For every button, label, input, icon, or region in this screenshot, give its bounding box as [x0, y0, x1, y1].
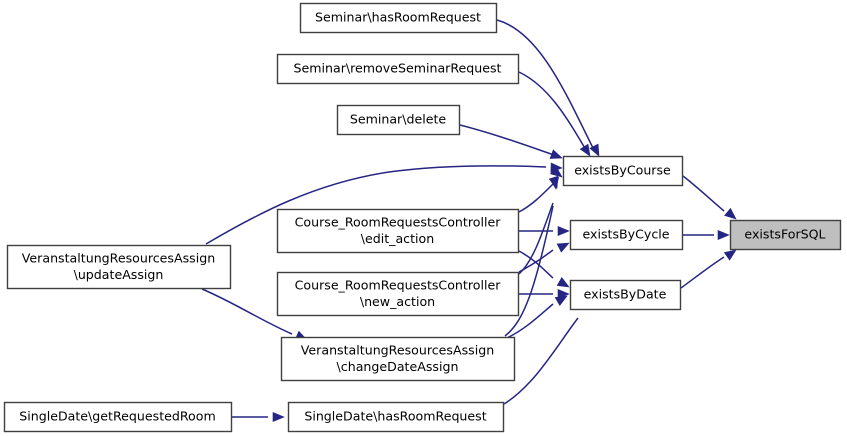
- edge-vra_changeDateAssign-to-existsByCourse: [504, 176, 560, 337]
- edge-line: [504, 303, 554, 340]
- edge-arrowhead: [717, 229, 730, 241]
- edge-existsByDate-to-existsForSQL: [680, 249, 737, 289]
- node-label: Seminar\hasRoomRequest: [315, 9, 481, 24]
- node-existsByCourse[interactable]: existsByCourse: [562, 155, 684, 187]
- node-box[interactable]: [562, 155, 684, 187]
- edge-arrowhead: [549, 149, 563, 159]
- edge-arrowhead: [549, 166, 563, 178]
- node-box[interactable]: [299, 2, 498, 34]
- edge-arrowhead: [724, 207, 737, 220]
- edge-arrowhead: [723, 249, 737, 261]
- node-label: Seminar\removeSeminarRequest: [294, 60, 502, 75]
- node-seminar_removeSeminarRequest[interactable]: Seminar\removeSeminarRequest: [276, 53, 520, 85]
- node-existsForSQL[interactable]: existsForSQL: [729, 219, 842, 251]
- edge-line: [680, 256, 725, 289]
- node-label: VeranstaltungResourcesAssign\changeDateA…: [301, 342, 494, 374]
- node-label: VeranstaltungResourcesAssign\updateAssig…: [22, 250, 215, 282]
- node-box[interactable]: [287, 401, 505, 433]
- node-label: Seminar\delete: [350, 111, 447, 126]
- node-seminar_delete[interactable]: Seminar\delete: [336, 104, 461, 136]
- edge-arrowhead: [272, 411, 285, 423]
- edge-arrowhead: [556, 276, 570, 288]
- edge-vra_changeDateAssign-to-existsByDate: [504, 295, 568, 340]
- edge-arrowhead: [579, 143, 591, 157]
- node-box[interactable]: [276, 271, 520, 317]
- edge-arrowhead: [556, 242, 570, 253]
- edge-existsByCourse-to-existsForSQL: [682, 175, 737, 220]
- edge-line: [682, 175, 725, 212]
- edge-seminar_hasRoomRequest-to-existsByCourse: [496, 19, 600, 157]
- edge-line: [459, 124, 555, 156]
- edge-arrowhead: [549, 176, 560, 190]
- edge-line: [503, 317, 579, 405]
- node-label: Course_RoomRequestsController\edit_actio…: [295, 214, 502, 246]
- node-existsByDate[interactable]: existsByDate: [569, 279, 682, 311]
- node-box[interactable]: [280, 336, 516, 382]
- node-box[interactable]: [6, 244, 232, 290]
- edges-layer: [201, 19, 737, 423]
- node-label: existsByDate: [584, 286, 667, 301]
- node-label: existsByCycle: [582, 226, 669, 241]
- edge-course_edit_action-to-existsByDate: [518, 250, 570, 288]
- node-label: SingleDate\getRequestedRoom: [19, 408, 216, 423]
- edge-seminar_removeSeminarRequest-to-existsByCourse: [518, 71, 591, 157]
- edge-course_edit_action-to-existsByCourse: [518, 166, 563, 213]
- node-box[interactable]: [276, 208, 520, 254]
- edge-line: [518, 250, 554, 279]
- node-box[interactable]: [729, 219, 842, 251]
- edge-line: [205, 165, 547, 245]
- edge-arrowhead: [589, 143, 600, 157]
- edge-singledate_getRequestedRoom-to-singledate_hasRoomRequest: [232, 411, 285, 423]
- edge-arrowhead: [557, 225, 570, 237]
- node-box[interactable]: [276, 53, 520, 85]
- node-label: Course_RoomRequestsController\new_action: [295, 277, 502, 309]
- node-course_new_action[interactable]: Course_RoomRequestsController\new_action: [276, 271, 520, 317]
- edge-line: [518, 183, 554, 213]
- node-box[interactable]: [336, 104, 461, 136]
- edge-line: [518, 71, 587, 151]
- node-label: existsByCourse: [574, 162, 671, 177]
- node-singledate_getRequestedRoom[interactable]: SingleDate\getRequestedRoom: [3, 401, 233, 433]
- edge-line: [518, 249, 554, 273]
- edge-course_new_action-to-existsByCycle: [518, 242, 570, 273]
- node-vra_changeDateAssign[interactable]: VeranstaltungResourcesAssign\changeDateA…: [280, 336, 516, 382]
- nodes-layer: Seminar\hasRoomRequestSeminar\removeSemi…: [3, 2, 842, 433]
- edge-line: [496, 19, 595, 151]
- node-singledate_hasRoomRequest[interactable]: SingleDate\hasRoomRequest: [287, 401, 505, 433]
- node-course_edit_action[interactable]: Course_RoomRequestsController\edit_actio…: [276, 208, 520, 254]
- node-vra_updateAssign[interactable]: VeranstaltungResourcesAssign\updateAssig…: [6, 244, 232, 290]
- edge-arrowhead: [554, 295, 568, 307]
- edge-existsByCycle-to-existsForSQL: [683, 229, 730, 241]
- edge-seminar_delete-to-existsByCourse: [459, 124, 563, 159]
- node-label: SingleDate\hasRoomRequest: [304, 408, 486, 423]
- node-box[interactable]: [569, 279, 682, 311]
- node-label: existsForSQL: [744, 226, 825, 241]
- node-seminar_hasRoomRequest[interactable]: Seminar\hasRoomRequest: [299, 2, 498, 34]
- node-existsByCycle[interactable]: existsByCycle: [569, 219, 684, 251]
- edge-line: [504, 205, 554, 337]
- node-box[interactable]: [3, 401, 233, 433]
- edge-line: [201, 288, 293, 335]
- node-box[interactable]: [569, 219, 684, 251]
